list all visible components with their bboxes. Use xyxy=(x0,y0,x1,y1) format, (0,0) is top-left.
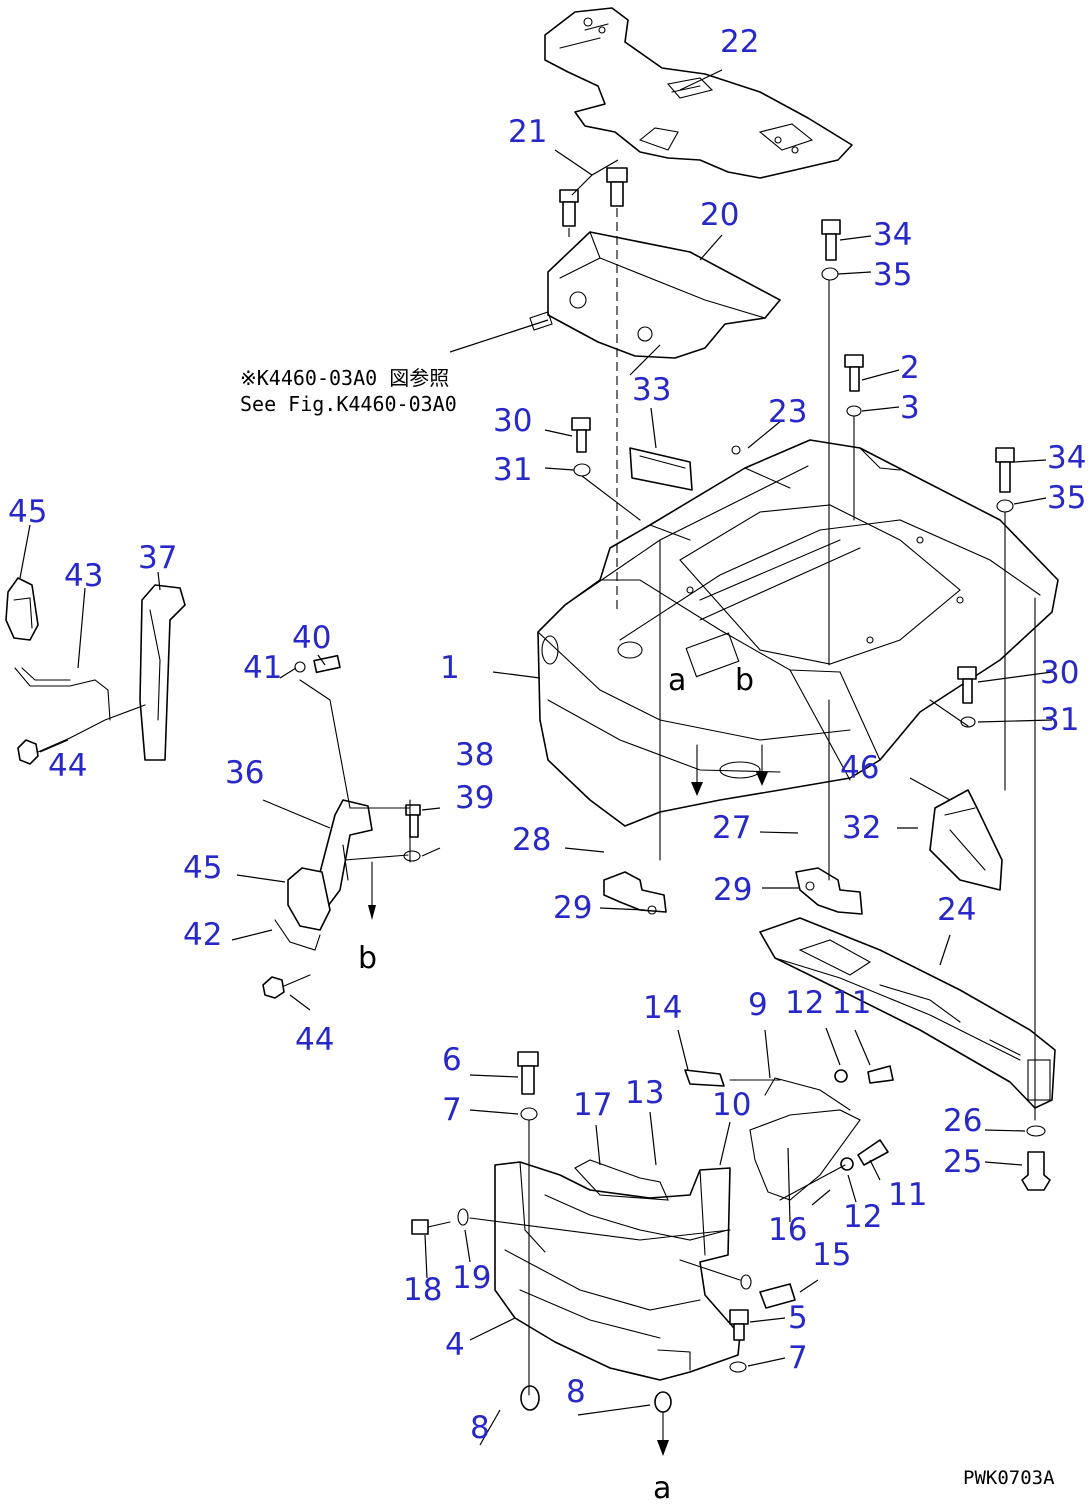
callout-10: 10 xyxy=(712,1087,751,1123)
callout-29-left: 29 xyxy=(553,890,592,926)
callout-28: 28 xyxy=(512,822,551,858)
part-33-bracket xyxy=(629,447,693,491)
callout-23: 23 xyxy=(768,394,807,430)
callout-4: 4 xyxy=(445,1327,465,1363)
callout-44-top: 44 xyxy=(48,748,87,784)
callout-36: 36 xyxy=(225,755,264,791)
part-45-mirror-lower xyxy=(287,867,331,931)
marker-a-upper: a xyxy=(668,663,686,698)
callout-12-top: 12 xyxy=(785,985,824,1021)
part-22-floor-mat xyxy=(544,7,853,179)
callout-24: 24 xyxy=(937,892,976,928)
callout-13: 13 xyxy=(625,1075,664,1111)
callout-31-right: 31 xyxy=(1040,702,1079,738)
part-46-bracket xyxy=(929,789,1003,891)
callout-34-right: 34 xyxy=(1047,440,1086,476)
part-21-bolts xyxy=(559,167,628,227)
callout-44-lower: 44 xyxy=(295,1022,334,1058)
callout-43: 43 xyxy=(64,558,103,594)
callout-34-top: 34 xyxy=(873,217,912,253)
marker-b-upper: b xyxy=(735,663,754,698)
part-43-stay xyxy=(14,667,111,721)
reference-note-en: See Fig.K4460-03A0 xyxy=(240,392,457,416)
callout-29-right: 29 xyxy=(713,872,752,908)
callout-12-lower: 12 xyxy=(843,1199,882,1235)
callout-37: 37 xyxy=(138,540,177,576)
callout-18: 18 xyxy=(403,1272,442,1308)
part-4-box xyxy=(494,1077,861,1381)
callout-41: 41 xyxy=(243,650,282,686)
callout-labels: 22 21 20 34 35 2 3 33 23 30 31 34 35 45 … xyxy=(8,24,1086,1446)
callout-30-right: 30 xyxy=(1040,655,1079,691)
part-28-plate xyxy=(603,871,667,913)
callout-20: 20 xyxy=(700,197,739,233)
callout-2: 2 xyxy=(900,350,920,386)
callout-15: 15 xyxy=(812,1237,851,1273)
callout-46: 46 xyxy=(840,750,879,786)
callout-3: 3 xyxy=(900,390,920,426)
callout-11-lower: 11 xyxy=(888,1177,927,1213)
part-1-floor-frame xyxy=(537,439,1059,827)
callout-30-top: 30 xyxy=(493,403,532,439)
callout-31-top: 31 xyxy=(493,452,532,488)
callout-39: 39 xyxy=(455,780,494,816)
callout-38: 38 xyxy=(455,737,494,773)
callout-7-lower: 7 xyxy=(788,1340,808,1376)
callout-16: 16 xyxy=(768,1212,807,1248)
hardware xyxy=(17,219,1051,1413)
leader-lines xyxy=(19,69,1053,1446)
callout-11-top: 11 xyxy=(832,985,871,1021)
callout-19: 19 xyxy=(452,1260,491,1296)
callout-35-right: 35 xyxy=(1047,480,1086,516)
callout-21: 21 xyxy=(508,114,547,150)
callout-17: 17 xyxy=(573,1087,612,1123)
assembly-lines xyxy=(69,208,1036,1456)
part-20-plate xyxy=(529,231,781,359)
marker-b-lower: b xyxy=(358,941,377,976)
callout-8-left: 8 xyxy=(470,1410,490,1446)
callout-35-top: 35 xyxy=(873,257,912,293)
callout-25: 25 xyxy=(943,1144,982,1180)
callout-5: 5 xyxy=(788,1300,808,1336)
figure-code: PWK0703A xyxy=(963,1467,1055,1489)
part-24-rail xyxy=(759,917,1056,1109)
callout-1: 1 xyxy=(440,650,460,686)
callout-45-top: 45 xyxy=(8,494,47,530)
callout-32: 32 xyxy=(842,810,881,846)
part-27-plate xyxy=(795,867,863,915)
callout-45-lower: 45 xyxy=(183,850,222,886)
callout-8-right: 8 xyxy=(566,1374,586,1410)
part-37-post xyxy=(139,584,186,761)
reference-note-jp: ※K4460-03A0 図参照 xyxy=(240,366,449,390)
part-45-mirror-upper xyxy=(5,577,39,641)
part-42-stay xyxy=(274,919,321,951)
callout-7-top: 7 xyxy=(442,1092,462,1128)
callout-26: 26 xyxy=(943,1103,982,1139)
callout-40: 40 xyxy=(292,620,331,656)
callout-42: 42 xyxy=(183,917,222,953)
callout-14: 14 xyxy=(643,990,682,1026)
callout-27: 27 xyxy=(712,810,751,846)
callout-9: 9 xyxy=(748,987,768,1023)
callout-6: 6 xyxy=(442,1042,462,1078)
marker-a-lower: a xyxy=(653,1471,671,1505)
callout-22: 22 xyxy=(720,24,759,60)
callout-33: 33 xyxy=(632,372,671,408)
